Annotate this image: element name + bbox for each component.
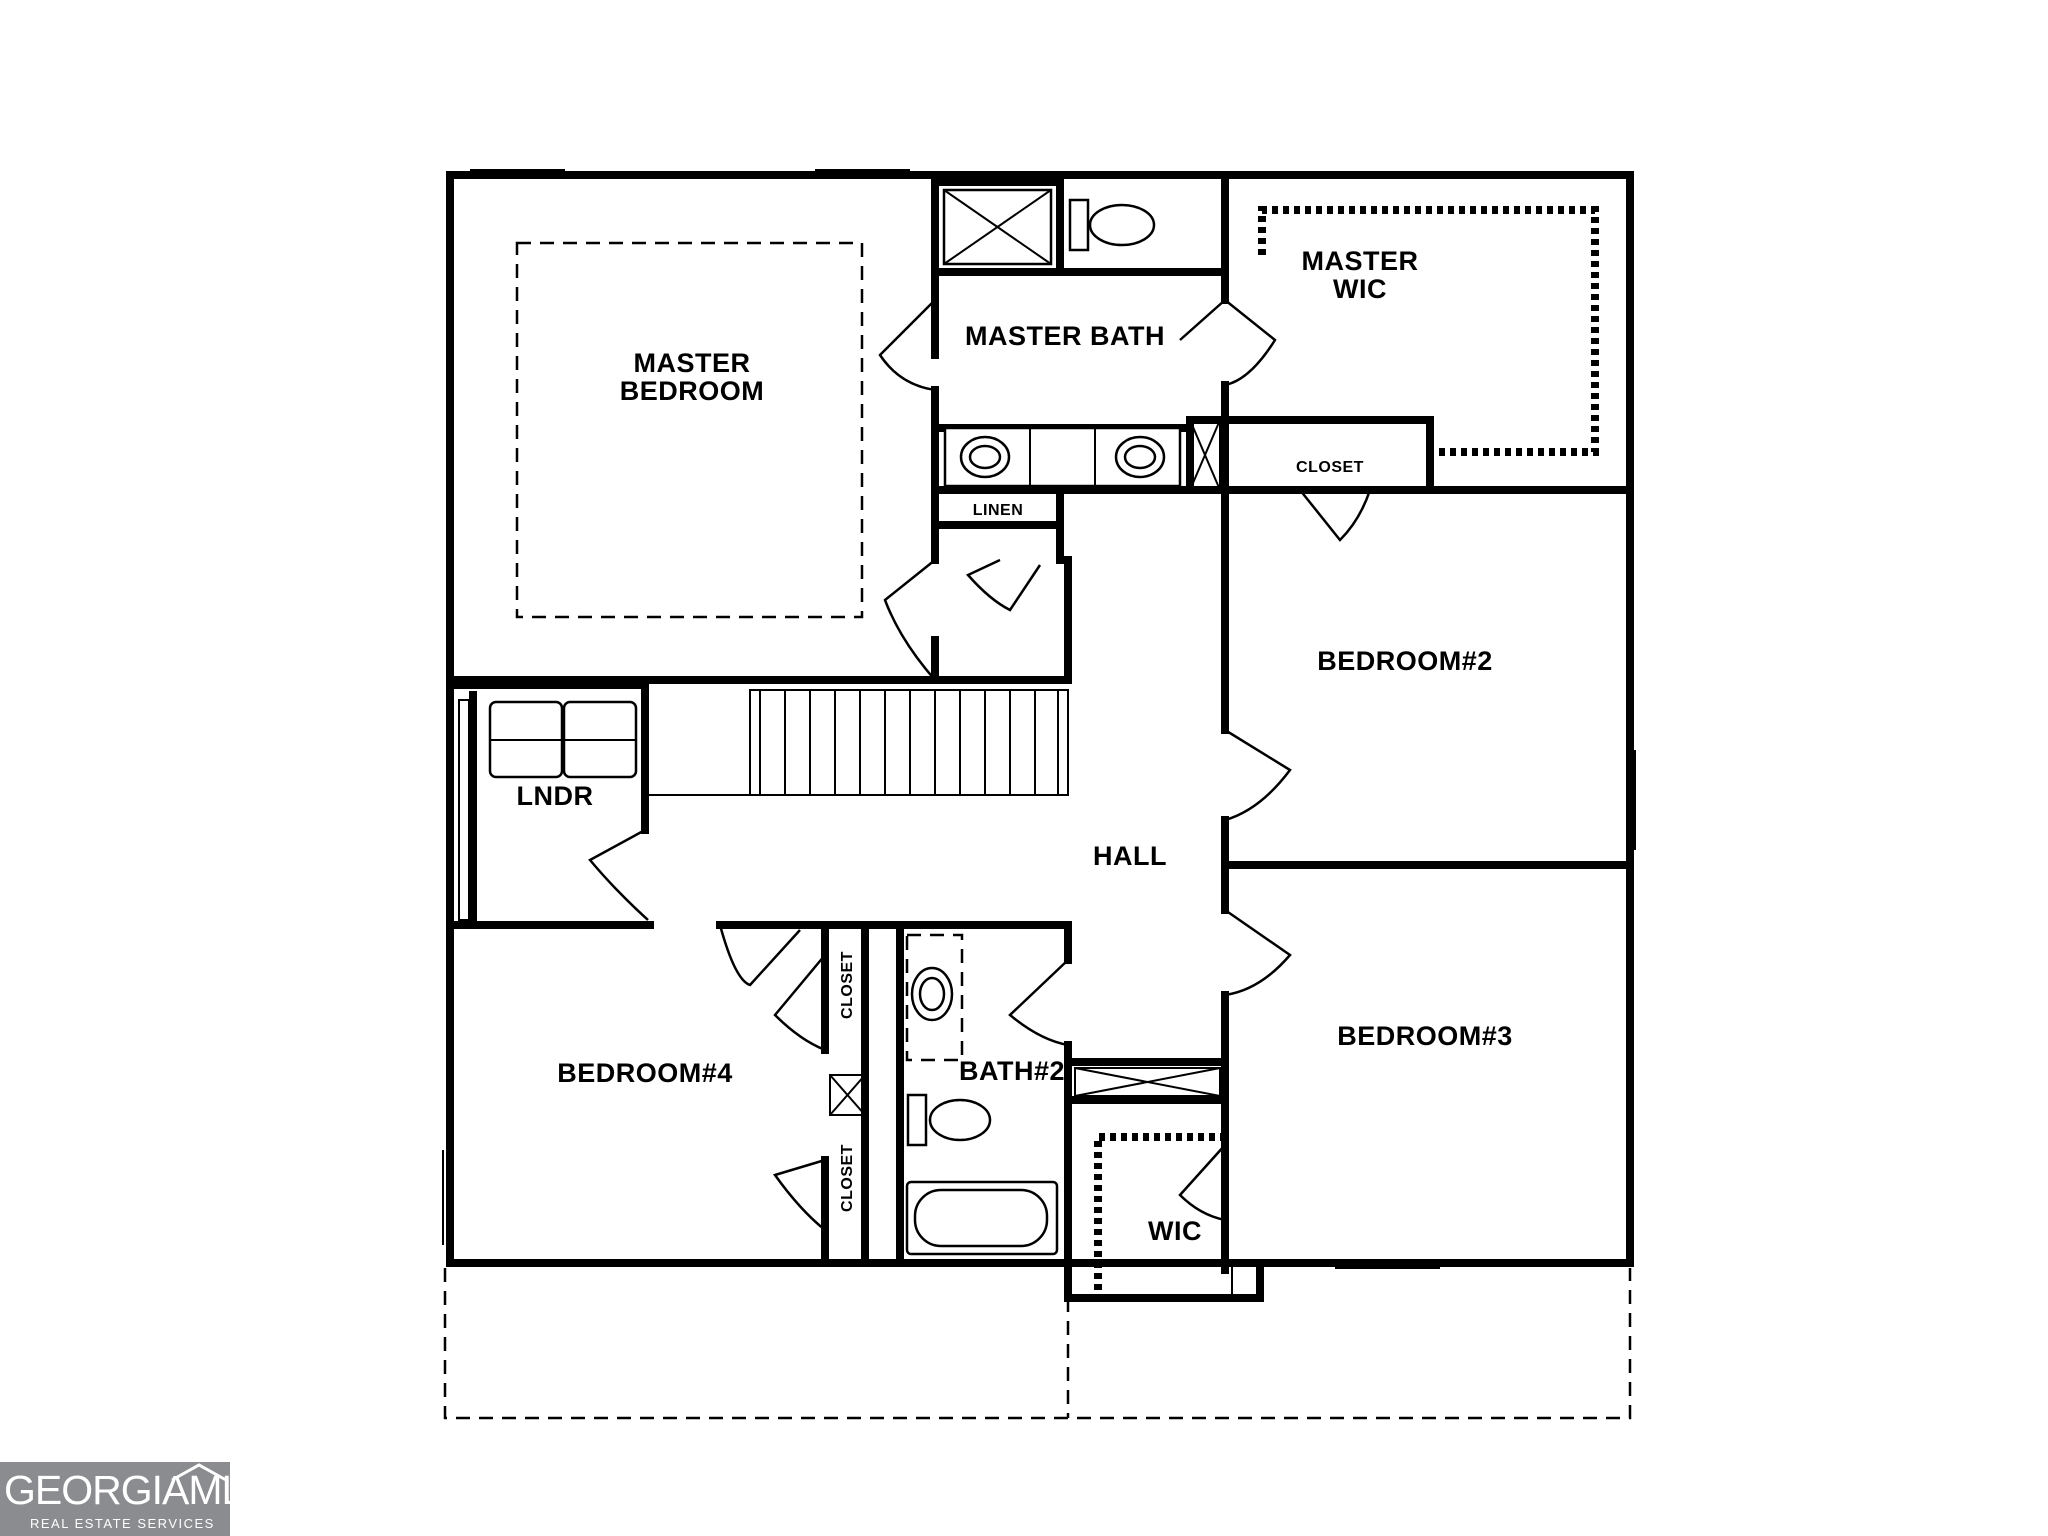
hvac-chase xyxy=(829,419,1221,1116)
staircase xyxy=(645,689,1069,796)
label-closet-top: CLOSET xyxy=(1296,459,1364,476)
vanity-sinks xyxy=(943,426,1182,488)
master-wic-shelving xyxy=(1258,206,1599,456)
shower xyxy=(942,188,1053,266)
washer-dryer xyxy=(488,700,638,779)
master-toilet xyxy=(1068,198,1156,252)
label-closet-left-lower: CLOSET xyxy=(839,1144,856,1212)
porch-outline xyxy=(443,1268,1632,1420)
label-wic: WIC xyxy=(1148,1216,1202,1246)
doors xyxy=(458,299,1372,1231)
label-master-wic-1: MASTER xyxy=(1302,246,1419,276)
label-linen: LINEN xyxy=(973,502,1024,519)
label-master-bedroom-1: MASTER xyxy=(634,348,751,378)
label-bath-2: BATH#2 xyxy=(959,1056,1065,1086)
bath2-sink xyxy=(905,933,964,1062)
label-bedroom-3: BEDROOM#3 xyxy=(1337,1021,1513,1051)
master-bedroom-tray-ceiling xyxy=(515,241,864,619)
exterior-walls xyxy=(442,169,1636,1299)
label-hall: HALL xyxy=(1093,841,1167,871)
label-bedroom-2: BEDROOM#2 xyxy=(1317,646,1493,676)
label-laundry: LNDR xyxy=(517,781,594,811)
label-master-bath: MASTER BATH xyxy=(965,321,1165,351)
watermark-tagline: REAL ESTATE SERVICES xyxy=(30,1516,215,1531)
label-master-bedroom-2: BEDROOM xyxy=(620,376,765,406)
bath2-toilet xyxy=(906,1093,992,1147)
label-closet-left-upper: CLOSET xyxy=(839,951,856,1019)
room-labels: MASTER BEDROOM MASTER BATH MASTER WIC LI… xyxy=(517,246,1513,1246)
bathtub xyxy=(905,1180,1059,1256)
label-bedroom-4: BEDROOM#4 xyxy=(557,1058,733,1088)
label-master-wic-2: WIC xyxy=(1333,274,1387,304)
watermark-brand: GEORGIAMLS xyxy=(4,1467,271,1513)
roof-logo-icon xyxy=(171,1463,227,1482)
wic-shelving xyxy=(1094,1133,1222,1290)
georgia-mls-watermark: GEORGIAMLS REAL ESTATE SERVICES xyxy=(0,1462,271,1536)
